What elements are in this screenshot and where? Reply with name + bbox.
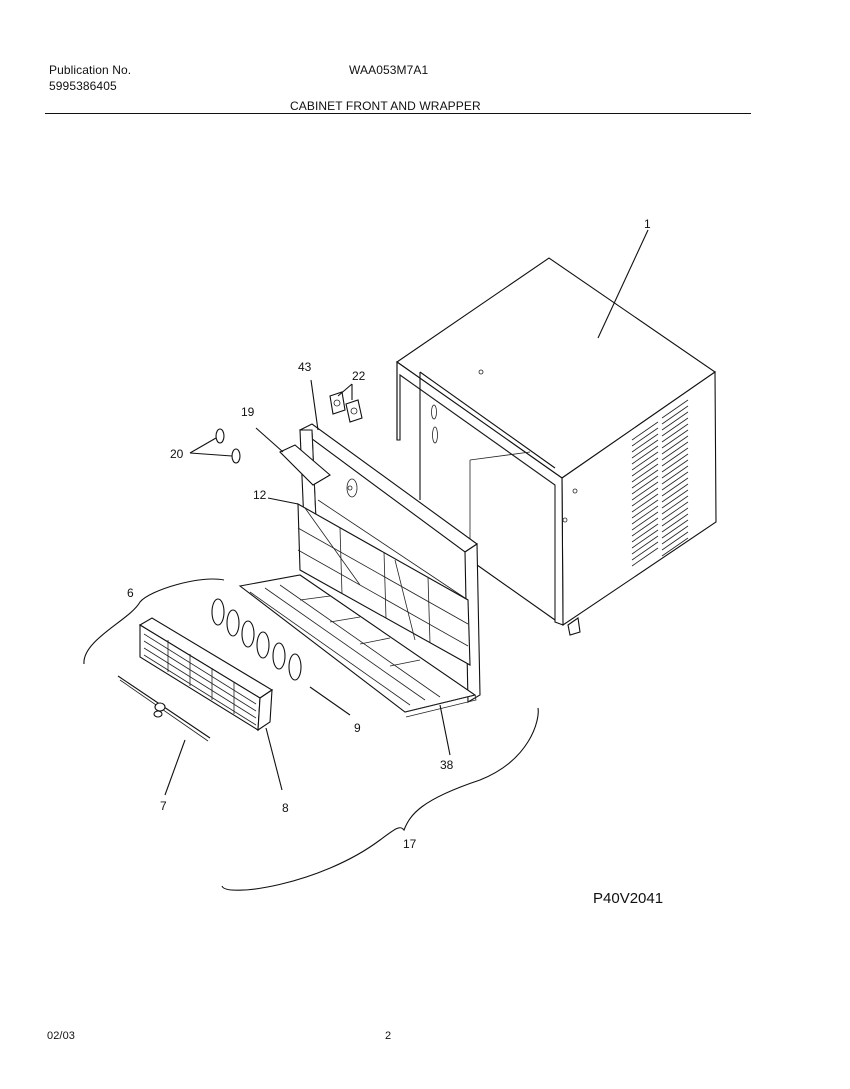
callout-17: 17 [403, 837, 417, 851]
control-linkage-part [117, 675, 211, 796]
callout-38: 38 [440, 758, 454, 772]
model-number: WAA053M7A1 [349, 63, 429, 77]
callout-20: 20 [170, 447, 184, 461]
cabinet-wrapper-part [396, 257, 717, 636]
footer-date: 02/03 [47, 1030, 76, 1042]
callout-6: 6 [127, 586, 134, 600]
clips-part [329, 383, 363, 423]
callout-8: 8 [282, 801, 289, 815]
louvers-part [211, 598, 351, 716]
callout-9: 9 [354, 721, 361, 735]
callout-12: 12 [253, 488, 267, 502]
publication-number: 5995386405 [49, 79, 117, 93]
callout-1: 1 [644, 217, 651, 231]
callout-43: 43 [298, 360, 312, 374]
grille-part [138, 617, 283, 791]
air-filter-part [297, 503, 471, 666]
callout-17-brace [221, 707, 539, 891]
publication-label: Publication No. [49, 63, 132, 77]
base-tray-part [238, 574, 477, 718]
section-title: CABINET FRONT AND WRAPPER [290, 99, 481, 113]
callout-7: 7 [160, 799, 167, 813]
page-number: 2 [385, 1030, 392, 1042]
callout-19: 19 [241, 405, 255, 419]
callout-6-brace [83, 578, 225, 665]
label-part [279, 444, 331, 486]
figure-code: P40V2041 [593, 890, 664, 907]
knobs-part [189, 428, 241, 464]
side-louvers [631, 399, 689, 567]
header-divider [45, 113, 751, 114]
callout-22: 22 [352, 369, 366, 383]
